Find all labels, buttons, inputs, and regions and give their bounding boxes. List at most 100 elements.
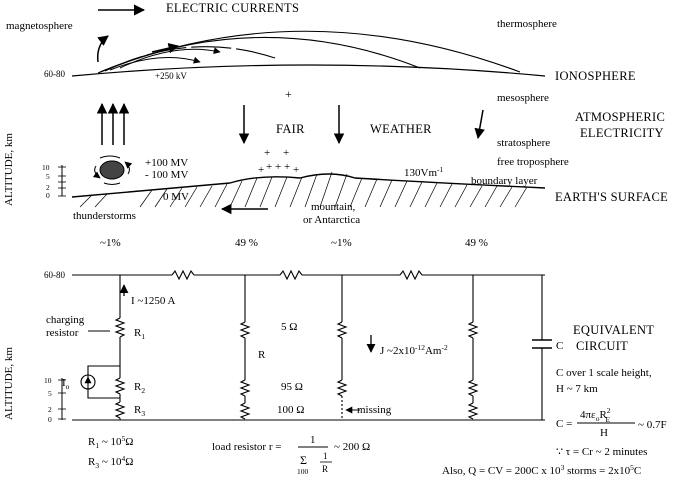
resistance-5-ohm: 5 Ω [281, 321, 297, 333]
resistor-100ohm [239, 402, 251, 420]
fraction-inner-numerator: 1 [323, 451, 328, 461]
ionosphere-line [71, 64, 546, 77]
top-panel [58, 4, 546, 215]
r3-label: R3 [134, 404, 145, 418]
altitude-60-80-top: 60-80 [44, 69, 65, 79]
top-text: ELECTRIC CURRENTS magnetosphere thermosp… [3, 1, 668, 249]
current-arc-3 [104, 46, 276, 72]
current-source [80, 374, 96, 390]
atmospheric-label: ATMOSPHERIC [575, 110, 665, 124]
percentage-4: 49 % [465, 237, 488, 249]
current-label: I ~1250 A [131, 295, 176, 307]
altitude-axis-label-top: ALTITUDE, km [3, 133, 15, 206]
resistor-5ohm [239, 321, 251, 339]
charging-resistor-label-1: charging [46, 314, 85, 326]
magnetosphere-arrow [96, 35, 109, 63]
svg-text:+: + [264, 147, 270, 159]
tick-10-bottom: 10 [44, 376, 52, 385]
rail-resistor-1 [171, 269, 195, 281]
tick-5-top: 5 [46, 172, 50, 181]
resistor-b4-3 [467, 402, 479, 420]
percentage-2: 49 % [235, 237, 258, 249]
svg-text:+: + [275, 161, 281, 173]
tick-10-top: 10 [42, 163, 50, 172]
current-arc-1 [97, 30, 521, 74]
r-label: R [258, 349, 266, 361]
tau-label: ∵ τ = Cr ~ 2 minutes [556, 446, 647, 458]
r1-value: R1 ~ 105Ω [88, 434, 133, 450]
circuit-label: CIRCUIT [576, 339, 628, 353]
circuit-panel [58, 269, 635, 463]
earth-surface-line [71, 173, 546, 198]
tick-0-bottom: 0 [48, 415, 52, 424]
current-arc-5 [109, 56, 201, 71]
current-density-label: J ~2x10-12Am-2 [380, 343, 448, 357]
c-approx: ~ 0.7F [638, 419, 667, 431]
mesosphere-label: mesosphere [497, 92, 549, 104]
thunderstorm-cloud [92, 155, 133, 185]
circuit-text: 60-80 ALTITUDE, km 10 5 2 0 I ~1250 A ch… [3, 270, 667, 477]
r3-value: R3 ~ 104Ω [88, 454, 133, 470]
source-loop [87, 365, 120, 399]
resistor-r3 [114, 401, 126, 419]
capacitor-label: C [556, 340, 563, 352]
resistance-95-ohm: 95 Ω [281, 381, 303, 393]
electric-currents-title: ELECTRIC CURRENTS [166, 1, 299, 15]
percentage-1: ~1% [100, 237, 121, 249]
io-label: Io [62, 377, 70, 391]
r1-label: R1 [134, 327, 145, 341]
mountain-label-1: mountain, [311, 201, 356, 213]
free-troposphere-label: free troposphere [497, 156, 569, 168]
svg-text:+: + [258, 164, 264, 176]
fraction-inner-denominator: R [322, 464, 328, 474]
resistor-b4-1 [467, 321, 479, 339]
fraction-sum-subscript: 100 [297, 467, 309, 476]
upper-current-arrow [151, 43, 180, 54]
fair-weather-arrow-3 [474, 109, 485, 140]
magnetosphere-label: magnetosphere [6, 20, 73, 32]
resistor-mtn-1 [336, 321, 348, 339]
surface-charges: ++ ++ ++ + [258, 147, 299, 176]
earth-surface-label: EARTH'S SURFACE [555, 190, 668, 204]
equivalent-label: EQUIVALENT [573, 323, 654, 337]
charge-total-label: Also, Q = CV = 200C x 103 storms = 2x105… [442, 463, 641, 477]
tick-2-bottom: 2 [48, 405, 52, 414]
resistor-b4-2 [467, 379, 479, 397]
svg-text:+: + [284, 161, 290, 173]
thermosphere-label: thermosphere [497, 18, 557, 30]
voltage-0mv: 0 MV [163, 191, 189, 203]
boundary-layer-label: boundary layer [471, 175, 538, 187]
thunderstorms-label: thunderstorms [73, 210, 136, 222]
c-denominator: H [600, 427, 608, 439]
tick-5-bottom: 5 [48, 389, 52, 398]
percentage-3: ~1% [331, 237, 352, 249]
field-strength: 130Vm-1 [404, 165, 443, 179]
earth-hatch [79, 171, 528, 208]
mountain-label-2: or Antarctica [303, 214, 360, 226]
voltage-250kv: +250 kV [155, 71, 187, 81]
resistor-r1 [114, 317, 126, 338]
r2-label: R2 [134, 381, 145, 395]
fraction-numerator: 1 [310, 434, 316, 446]
charging-resistor-label-2: resistor [46, 327, 79, 339]
fair-label: FAIR [276, 122, 305, 136]
fraction-sum: Σ [300, 453, 307, 467]
load-resistor-value: ~ 200 Ω [334, 441, 370, 453]
voltage-minus-100mv: - 100 MV [145, 169, 188, 181]
c-over-scale-height: C over 1 scale height, [556, 367, 652, 379]
load-resistor-label: load resistor r = [212, 441, 281, 453]
voltage-plus-100mv: +100 MV [145, 157, 188, 169]
ionosphere-label: IONOSPHERE [555, 69, 636, 83]
tick-0-top: 0 [46, 191, 50, 200]
missing-label: missing [357, 404, 392, 416]
plus-charge: + [285, 87, 292, 101]
svg-text:+: + [293, 164, 299, 176]
altitude-60-80-bottom: 60-80 [44, 270, 65, 280]
rail-resistor-3 [399, 269, 423, 281]
svg-text:+: + [266, 161, 272, 173]
weather-label: WEATHER [370, 122, 432, 136]
resistor-r2 [114, 377, 126, 395]
